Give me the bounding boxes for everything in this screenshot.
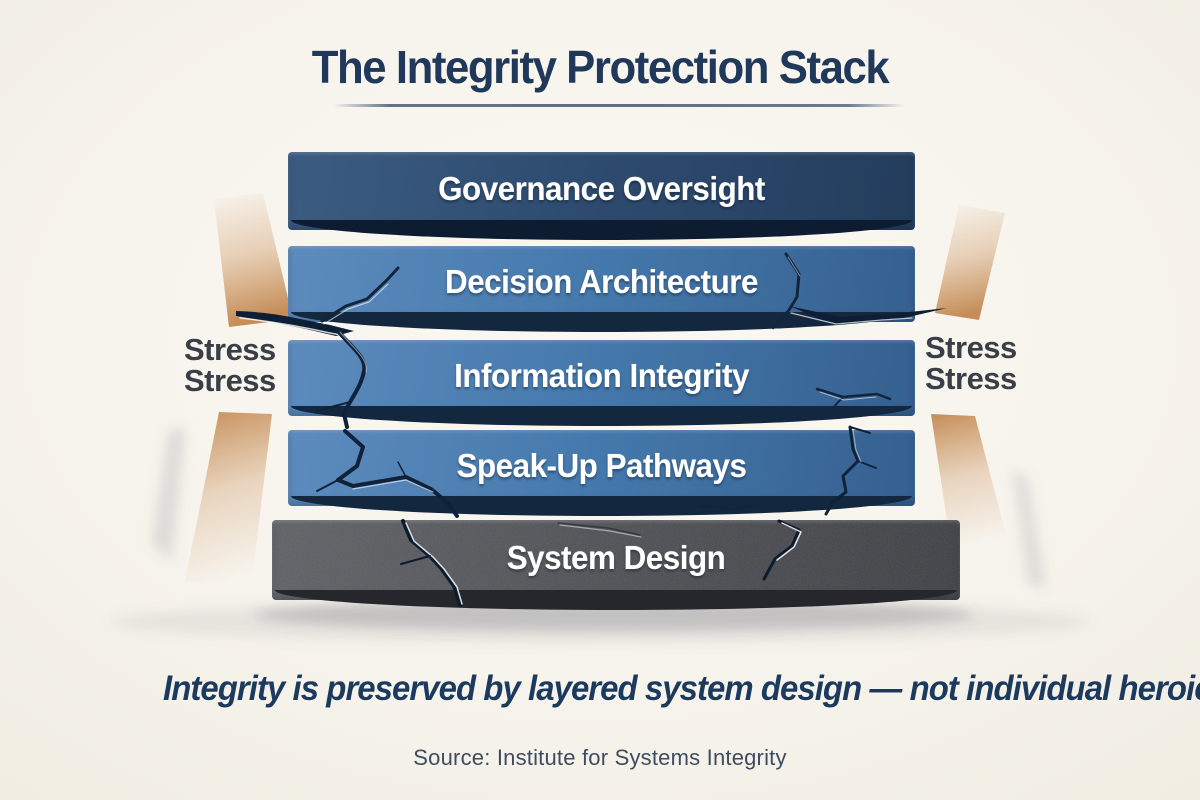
bar-decision-architecture: Decision Architecture: [288, 246, 915, 332]
stress-label-left: Stress Stress: [184, 334, 276, 396]
stress-label-line: Stress: [925, 361, 1017, 396]
title-underline: [333, 104, 905, 107]
bar-face: [288, 340, 915, 416]
bar-label: System Design: [506, 539, 726, 576]
stress-beam-left-bottom: [185, 412, 272, 589]
page-title: The Integrity Protection Stack: [311, 41, 890, 93]
bar-bottom-shadow: [291, 220, 912, 240]
beam-shadow-right: [1012, 468, 1046, 588]
bar-bottom-shadow: [291, 406, 912, 426]
beam-shadow-left: [152, 428, 186, 560]
bar-information-integrity: Information Integrity: [288, 340, 915, 426]
bar-speak-up-pathways: Speak-Up Pathways: [288, 430, 915, 516]
bar-label: Decision Architecture: [445, 263, 758, 300]
bar-label: Speak-Up Pathways: [456, 447, 747, 484]
source-caption: Source: Institute for Systems Integrity: [413, 745, 787, 770]
stress-beam-right-top: [935, 205, 1005, 320]
stress-label-right: Stress Stress: [925, 332, 1017, 394]
bar-face: [288, 152, 915, 230]
tagline: Integrity is preserved by layered system…: [163, 669, 1200, 708]
stress-label-line: Stress: [184, 332, 276, 367]
stress-beam-left-top: [214, 193, 293, 327]
stress-label-line: Stress: [184, 363, 276, 398]
bar-system-design: System Design: [272, 520, 960, 610]
bar-label: Governance Oversight: [438, 170, 765, 207]
bar-label: Information Integrity: [454, 357, 749, 394]
stress-label-line: Stress: [925, 330, 1017, 365]
bar-bottom-shadow: [291, 312, 912, 332]
bar-governance-oversight: Governance Oversight: [288, 152, 915, 240]
